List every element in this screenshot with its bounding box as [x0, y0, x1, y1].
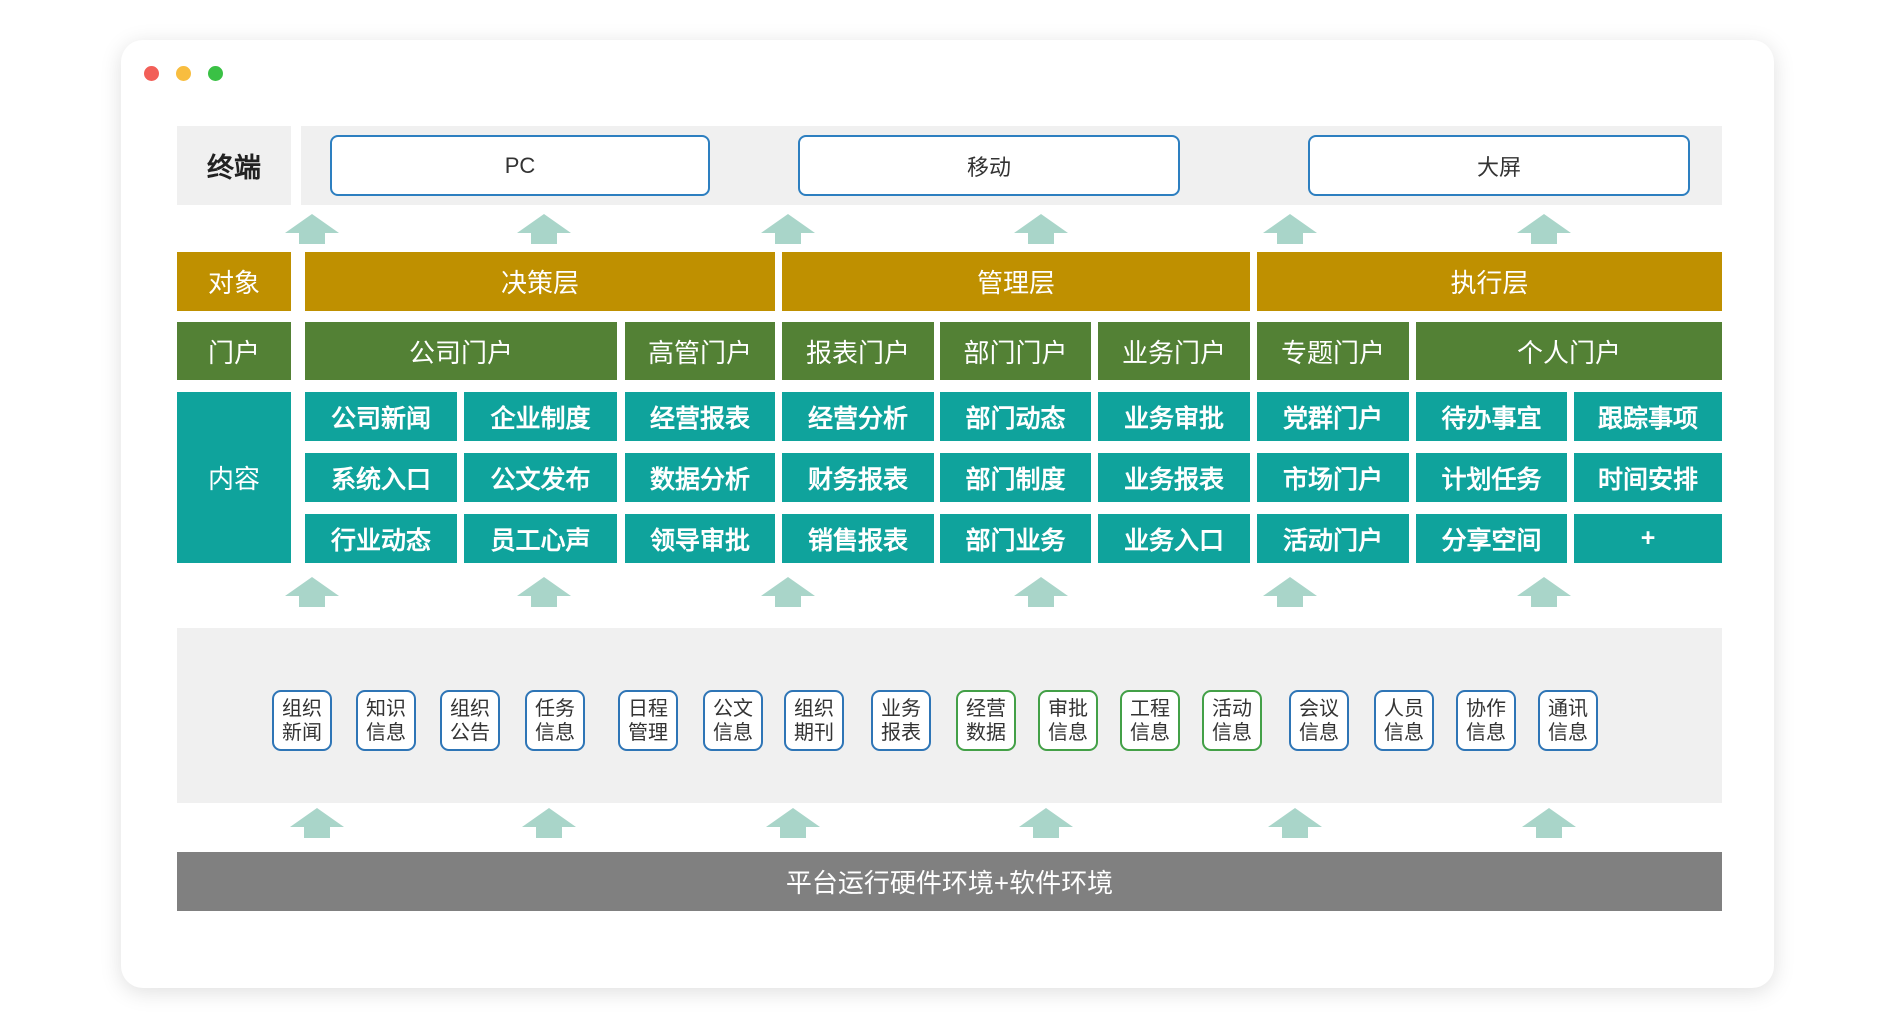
content-cell: 财务报表 [782, 453, 934, 502]
data-source-chip: 知识 信息 [356, 690, 416, 751]
up-arrow-icon [761, 577, 815, 607]
maximize-window-icon[interactable] [208, 66, 223, 81]
up-arrow-icon [1019, 808, 1073, 838]
portal-personal: 个人门户 [1416, 322, 1722, 380]
content-cell: 待办事宜 [1416, 392, 1567, 441]
content-cell: 经营分析 [782, 392, 934, 441]
portal-company: 公司门户 [305, 322, 617, 380]
content-cell: 业务审批 [1098, 392, 1250, 441]
data-source-chip: 公文 信息 [703, 690, 763, 751]
up-arrow-icon [1517, 577, 1571, 607]
content-cell: 数据分析 [625, 453, 775, 502]
close-window-icon[interactable] [144, 66, 159, 81]
up-arrow-icon [1522, 808, 1576, 838]
content-cell: 员工心声 [464, 514, 617, 563]
data-source-chip: 人员 信息 [1374, 690, 1434, 751]
data-source-chip: 组织 新闻 [272, 690, 332, 751]
content-cell: 党群门户 [1257, 392, 1409, 441]
content-cell: 业务报表 [1098, 453, 1250, 502]
up-arrow-icon [522, 808, 576, 838]
minimize-window-icon[interactable] [176, 66, 191, 81]
object-label: 对象 [177, 252, 291, 311]
data-source-chip: 任务 信息 [525, 690, 585, 751]
object-management-layer: 管理层 [782, 252, 1250, 311]
data-source-chip: 通讯 信息 [1538, 690, 1598, 751]
content-label: 内容 [177, 392, 291, 563]
data-source-chip: 工程 信息 [1120, 690, 1180, 751]
content-cell: 公司新闻 [305, 392, 457, 441]
object-execution-layer: 执行层 [1257, 252, 1722, 311]
up-arrow-icon [285, 214, 339, 244]
content-cell: 公文发布 [464, 453, 617, 502]
up-arrow-icon [1014, 214, 1068, 244]
content-cell: 企业制度 [464, 392, 617, 441]
content-cell: 销售报表 [782, 514, 934, 563]
data-source-chip: 业务 报表 [871, 690, 931, 751]
portal-topic: 专题门户 [1257, 322, 1409, 380]
content-cell: 系统入口 [305, 453, 457, 502]
data-source-chip: 审批 信息 [1038, 690, 1098, 751]
up-arrow-icon [517, 577, 571, 607]
portal-label: 门户 [177, 322, 291, 380]
up-arrow-icon [1517, 214, 1571, 244]
up-arrow-icon [1268, 808, 1322, 838]
terminal-label: 终端 [207, 153, 261, 183]
up-arrow-icon [517, 214, 571, 244]
content-cell: 部门制度 [940, 453, 1091, 502]
data-source-chip: 协作 信息 [1456, 690, 1516, 751]
up-arrow-icon [285, 577, 339, 607]
platform-layer: 平台运行硬件环境+软件环境 [177, 852, 1722, 911]
up-arrow-icon [1263, 214, 1317, 244]
content-cell: 领导审批 [625, 514, 775, 563]
content-cell: 分享空间 [1416, 514, 1567, 563]
terminal-pc: PC [330, 135, 710, 196]
content-cell: 跟踪事项 [1574, 392, 1722, 441]
terminal-bigscreen: 大屏 [1308, 135, 1690, 196]
object-decision-layer: 决策层 [305, 252, 775, 311]
data-source-chip: 会议 信息 [1289, 690, 1349, 751]
data-source-chip: 组织 公告 [440, 690, 500, 751]
portal-business: 业务门户 [1098, 322, 1250, 380]
content-cell: 部门动态 [940, 392, 1091, 441]
portal-department: 部门门户 [940, 322, 1091, 380]
data-source-chip: 经营 数据 [956, 690, 1016, 751]
data-source-chip: 活动 信息 [1202, 690, 1262, 751]
content-cell: 行业动态 [305, 514, 457, 563]
content-cell-add: + [1574, 514, 1722, 563]
content-cell: 经营报表 [625, 392, 775, 441]
content-cell: 市场门户 [1257, 453, 1409, 502]
up-arrow-icon [761, 214, 815, 244]
up-arrow-icon [766, 808, 820, 838]
up-arrow-icon [1263, 577, 1317, 607]
data-source-chip: 日程 管理 [618, 690, 678, 751]
terminal-divider [291, 126, 301, 205]
up-arrow-icon [1014, 577, 1068, 607]
content-cell: 部门业务 [940, 514, 1091, 563]
data-source-chip: 组织 期刊 [784, 690, 844, 751]
content-cell: 业务入口 [1098, 514, 1250, 563]
content-cell: 时间安排 [1574, 453, 1722, 502]
portal-report: 报表门户 [782, 322, 934, 380]
portal-executive: 高管门户 [625, 322, 775, 380]
content-cell: 计划任务 [1416, 453, 1567, 502]
terminal-mobile: 移动 [798, 135, 1180, 196]
up-arrow-icon [290, 808, 344, 838]
content-cell: 活动门户 [1257, 514, 1409, 563]
